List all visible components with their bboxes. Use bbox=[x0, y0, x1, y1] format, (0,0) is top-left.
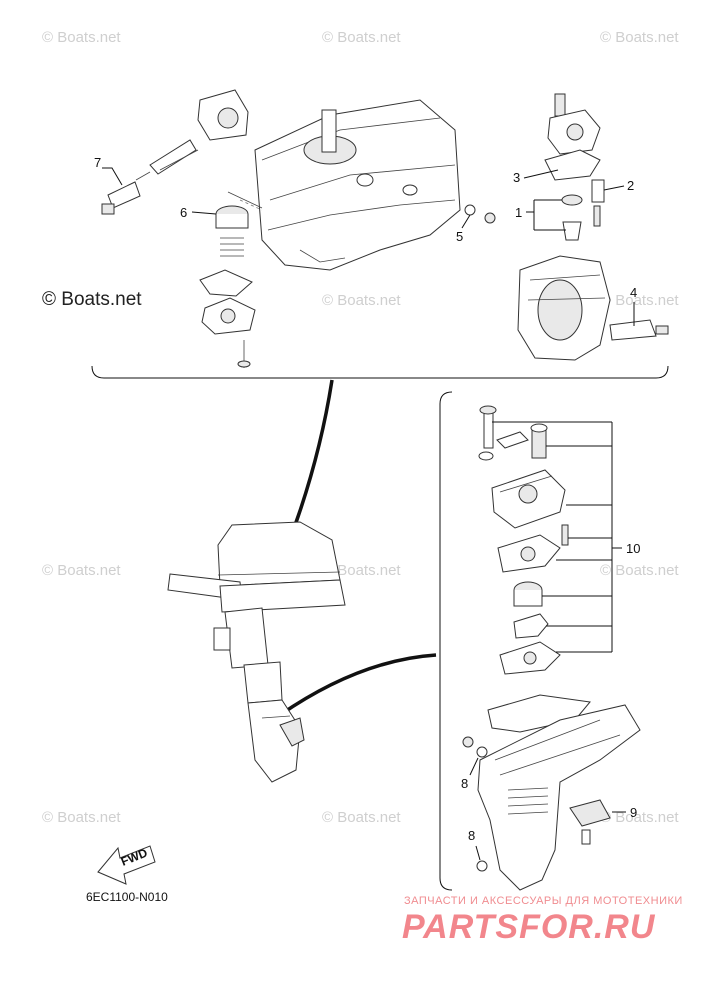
callout-10: 10 bbox=[626, 541, 640, 556]
part-5-washer bbox=[464, 204, 496, 224]
callout-8-bottom: 8 bbox=[468, 828, 475, 843]
lower-unit bbox=[462, 694, 641, 891]
watermark-2: © Boats.net bbox=[322, 29, 401, 46]
leader-lines bbox=[102, 167, 635, 861]
brand-tagline: ЗАПЧАСТИ И АКСЕССУАРЫ ДЛЯ МОТОТЕХНИКИ bbox=[404, 895, 683, 907]
water-pump-assembly bbox=[478, 405, 569, 675]
part-4-cylinder-block bbox=[517, 255, 669, 361]
watermark-3: © Boats.net bbox=[600, 29, 679, 46]
watermark-5: © Boats.net bbox=[600, 292, 679, 309]
watermark-9: © Boats.net bbox=[42, 809, 121, 826]
right-section-bracket bbox=[439, 391, 453, 891]
outboard-motor bbox=[167, 521, 346, 783]
watermark-4: © Boats.net bbox=[322, 292, 401, 309]
watermark-10: © Boats.net bbox=[322, 809, 401, 826]
callout-7: 7 bbox=[94, 155, 101, 170]
engine-powerhead bbox=[227, 99, 461, 271]
top-section-bracket bbox=[91, 365, 669, 379]
callout-2: 2 bbox=[627, 178, 634, 193]
diagram-code: 6EC1100-N010 bbox=[86, 890, 168, 904]
part-7-fuel-connector bbox=[101, 89, 249, 215]
leader-curve-bottom bbox=[279, 653, 437, 717]
watermark-dark: © Boats.net bbox=[42, 289, 142, 310]
callout-3: 3 bbox=[513, 170, 520, 185]
watermark-11: © Boats.net bbox=[600, 809, 679, 826]
watermark-6: © Boats.net bbox=[42, 562, 121, 579]
watermarks: © Boats.net © Boats.net © Boats.net © Bo… bbox=[42, 29, 679, 826]
callout-4: 4 bbox=[630, 285, 637, 300]
callout-8-top: 8 bbox=[461, 776, 468, 791]
watermark-1: © Boats.net bbox=[42, 29, 121, 46]
fwd-arrow: FWD bbox=[97, 845, 156, 885]
brand-logo: PARTSFOR.RU bbox=[402, 908, 656, 946]
callout-6: 6 bbox=[180, 205, 187, 220]
brand-watermark: ЗАПЧАСТИ И АКСЕССУАРЫ ДЛЯ МОТОТЕХНИКИ PA… bbox=[402, 895, 683, 946]
watermark-8: © Boats.net bbox=[600, 562, 679, 579]
callout-5: 5 bbox=[456, 229, 463, 244]
callout-1: 1 bbox=[515, 205, 522, 220]
part-6-thermostat-assembly bbox=[199, 205, 256, 368]
watermark-7: © Boats.net bbox=[322, 562, 401, 579]
parts-1-3-cover-assembly bbox=[544, 93, 605, 241]
callout-9: 9 bbox=[630, 805, 637, 820]
callouts: 7 6 5 3 2 1 4 10 8 9 8 bbox=[94, 155, 640, 843]
